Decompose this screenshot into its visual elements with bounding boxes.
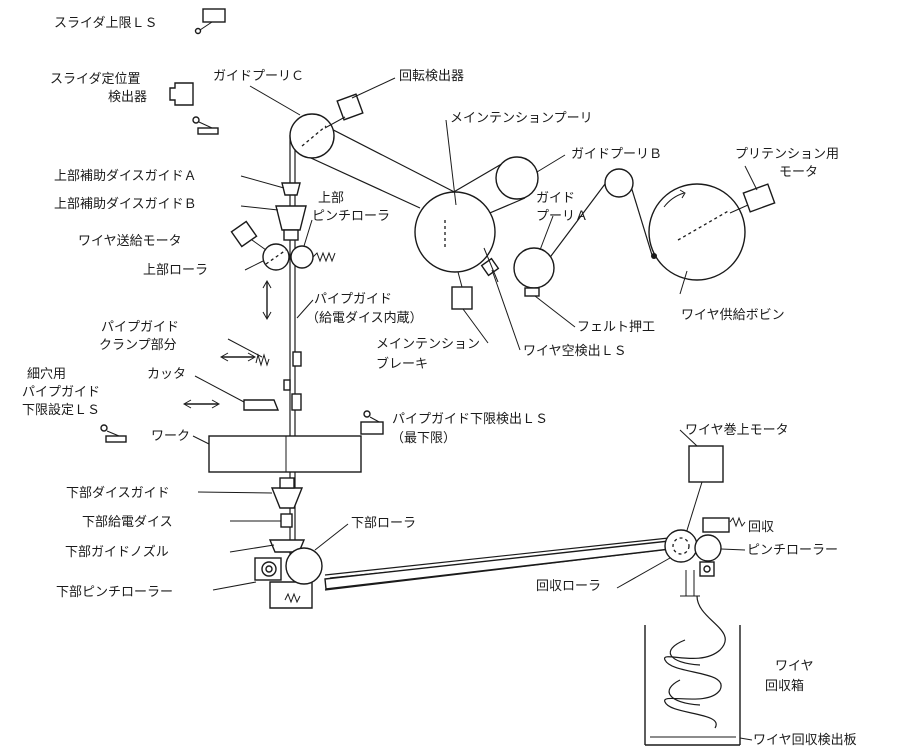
label-fine-hole-3: 下限設定ＬＳ [22, 402, 100, 418]
recovery-guide [680, 570, 700, 597]
label-pipe-guide: パイプガイド [314, 292, 392, 307]
slider-upper-limit-switch [194, 8, 226, 35]
lower-roller [285, 547, 323, 585]
upper-roller [262, 243, 290, 271]
label-work: ワーク [151, 429, 190, 444]
label-recovery-roller: 回収ローラ [536, 579, 601, 594]
label-wire-supply-bobbin: ワイヤ供給ボビン [681, 308, 785, 323]
pipe-guide-clamp [219, 351, 302, 367]
label-wire-recovery-plate: ワイヤ回収検出板 [753, 733, 857, 748]
label-pipe-guide-lower-ls-2: （最下限） [391, 431, 456, 446]
label-lower-die-guide: 下部ダイスガイド [66, 486, 170, 501]
label-slider-pos-detector: スライダ定位置 [50, 72, 140, 87]
label-guide-pulley-b: ガイドプーリＢ [571, 147, 662, 162]
label-felt-presser: フェルト押工 [577, 320, 655, 335]
pipe-guide-lower-limit-switch [360, 410, 384, 435]
guide-pulley-a [513, 247, 555, 297]
work-piece [208, 435, 362, 473]
label-pipe-guide-clamp: パイプガイド [101, 320, 179, 335]
label-pipe-guide-2: （給電ダイス内蔵） [306, 310, 423, 326]
slide-arrow-icon [262, 279, 272, 321]
main-tension-brake [451, 271, 473, 310]
label-recovery-pinch-roller: ピンチローラー [747, 543, 838, 558]
label-pretension-motor-2: モータ [779, 165, 818, 180]
label-fine-hole: 細穴用 [27, 367, 66, 382]
cutter [182, 379, 302, 411]
label-wire-feed-motor: ワイヤ送給モータ [78, 234, 182, 249]
label-upper-roller: 上部ローラ [143, 263, 208, 278]
label-recovery: 回収 [748, 520, 774, 535]
label-upper-pinch-roller: 上部 [318, 191, 344, 206]
wire-feed-motor [230, 220, 267, 251]
label-rotation-detector: 回転検出器 [399, 69, 464, 84]
lower-pinch-roller-assembly [254, 557, 313, 609]
label-main-tension-pulley: メインテンションプーリ [450, 111, 593, 126]
fine-hole-lower-limit-switch [100, 424, 127, 443]
recovery-tube [324, 539, 680, 590]
main-tension-pulley [414, 191, 496, 273]
label-cutter: カッタ [147, 367, 186, 382]
leader-lines [192, 77, 758, 741]
label-pretension-motor: プリテンション用 [735, 147, 839, 162]
label-guide-pulley-c: ガイドプーリＣ [213, 69, 304, 84]
label-upper-aux-die-guide-a: 上部補助ダイスガイドＡ [54, 169, 197, 184]
lower-die-guide [270, 477, 304, 509]
label-wire-empty-ls: ワイヤ空検出ＬＳ [523, 344, 627, 359]
label-fine-hole-2: パイプガイド [22, 385, 100, 400]
recovery-pinch-roller [694, 516, 746, 577]
label-main-tension-brake: メインテンション [376, 337, 480, 352]
label-guide-pulley-a: ガイド [536, 191, 575, 206]
label-upper-pinch-roller-2: ピンチローラ [312, 209, 390, 224]
slider-position-detector [169, 82, 194, 106]
label-wire-box: ワイヤ [775, 659, 814, 674]
wire-winding-motor [683, 445, 724, 541]
label-wire-winding-motor: ワイヤ巻上モータ [685, 423, 789, 438]
wire-recovery-box [644, 595, 741, 746]
label-lower-guide-nozzle: 下部ガイドノズル [65, 544, 169, 560]
labels: スライダ上限ＬＳ スライダ定位置 検出器 ガイドプーリＣ 回転検出器 メインテン… [22, 16, 857, 748]
guide-pulley-b [495, 156, 539, 200]
label-upper-aux-die-guide-b: 上部補助ダイスガイドＢ [54, 197, 197, 212]
label-slider-pos-detector-2: 検出器 [108, 90, 147, 105]
rotation-detector [324, 93, 364, 129]
wire-supply-bobbin [648, 183, 746, 281]
label-pipe-guide-lower-ls: パイプガイド下限検出ＬＳ [392, 412, 548, 427]
idler-pulley [604, 168, 634, 198]
label-slider-upper-ls: スライダ上限ＬＳ [54, 16, 157, 31]
wire-empty-limit-switch [480, 247, 500, 283]
upper-aux-die-guide-b [275, 205, 307, 241]
label-wire-box-2: 回収箱 [765, 678, 804, 694]
label-lower-roller: 下部ローラ [351, 516, 416, 531]
label-pipe-guide-clamp-2: クランプ部分 [99, 338, 177, 353]
label-lower-pinch-roller: 下部ピンチローラー [56, 585, 173, 600]
label-main-tension-brake-2: ブレーキ [376, 356, 428, 372]
upper-aux-die-guide-a [281, 182, 301, 196]
pretension-motor [729, 183, 776, 214]
upper-pinch-roller [290, 245, 336, 269]
guide-pulley-c [289, 113, 335, 159]
lower-power-die [280, 513, 293, 528]
recovery-roller [664, 529, 698, 563]
label-lower-power-die: 下部給電ダイス [82, 515, 173, 530]
slider-limit-switch-small [192, 116, 219, 135]
label-guide-pulley-a-2: プーリＡ [536, 209, 588, 224]
